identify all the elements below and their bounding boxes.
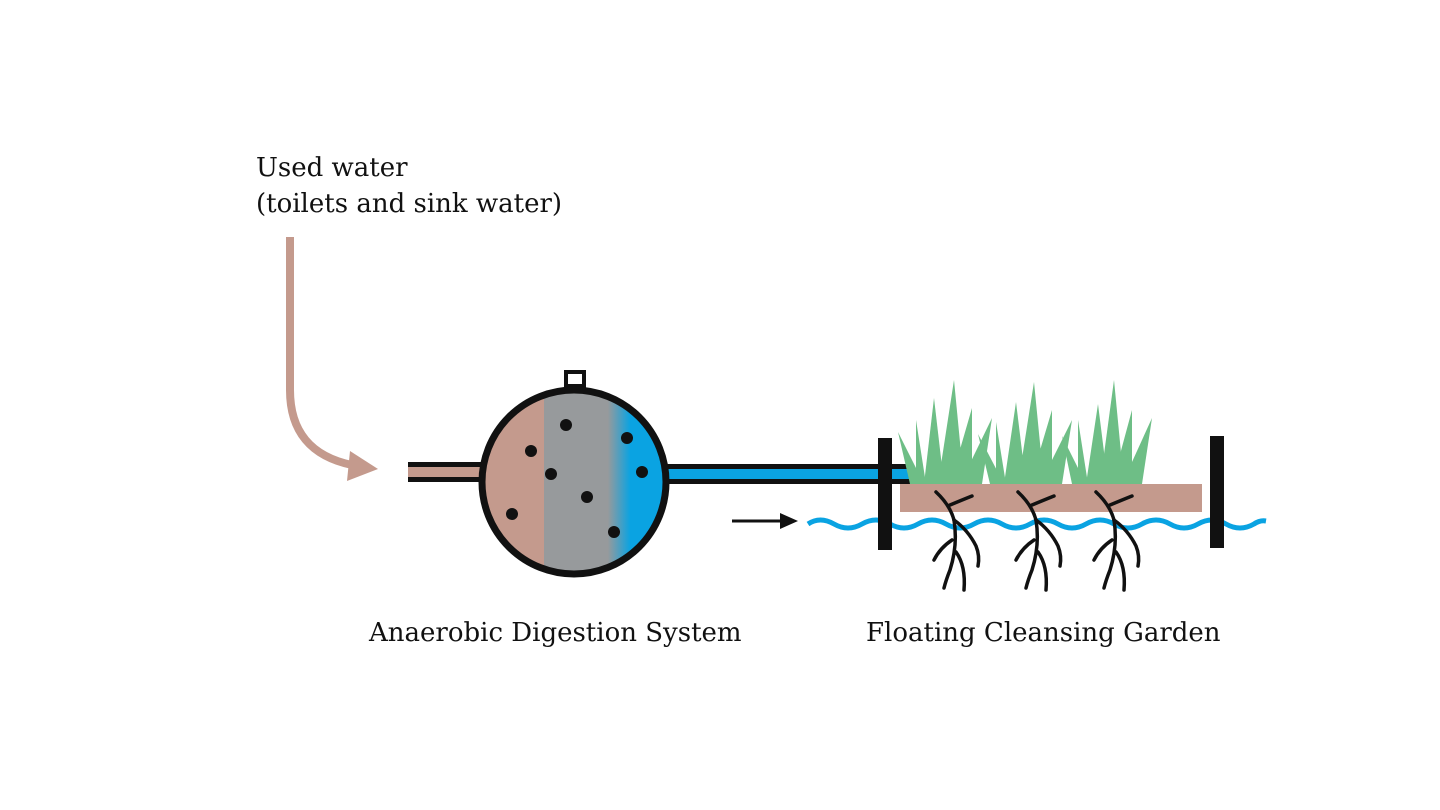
anaerobic-digester-tank — [478, 370, 670, 578]
plant-roots — [932, 490, 1141, 592]
flow-arrow — [732, 513, 798, 529]
used-water-label-line2: (toilets and sink water) — [256, 189, 563, 219]
plant-1 — [898, 380, 992, 484]
garden-label: Floating Cleansing Garden — [866, 618, 1221, 648]
roots-2 — [1014, 490, 1063, 592]
digester-label: Anaerobic Digestion System — [369, 618, 742, 648]
sludge-particles — [506, 419, 648, 538]
garden-post-right — [1210, 436, 1224, 548]
roots-3 — [1092, 490, 1141, 592]
garden-post-left — [878, 438, 892, 550]
inflow-arrow — [286, 237, 378, 481]
inlet-pipe — [408, 462, 484, 482]
plant-3 — [1062, 380, 1152, 484]
roots-1 — [932, 490, 981, 592]
outlet-pipe — [664, 464, 914, 484]
plant-2 — [978, 382, 1072, 484]
used-water-label: Used water (toilets and sink water) — [256, 150, 562, 222]
used-water-label-line1: Used water — [256, 153, 408, 183]
